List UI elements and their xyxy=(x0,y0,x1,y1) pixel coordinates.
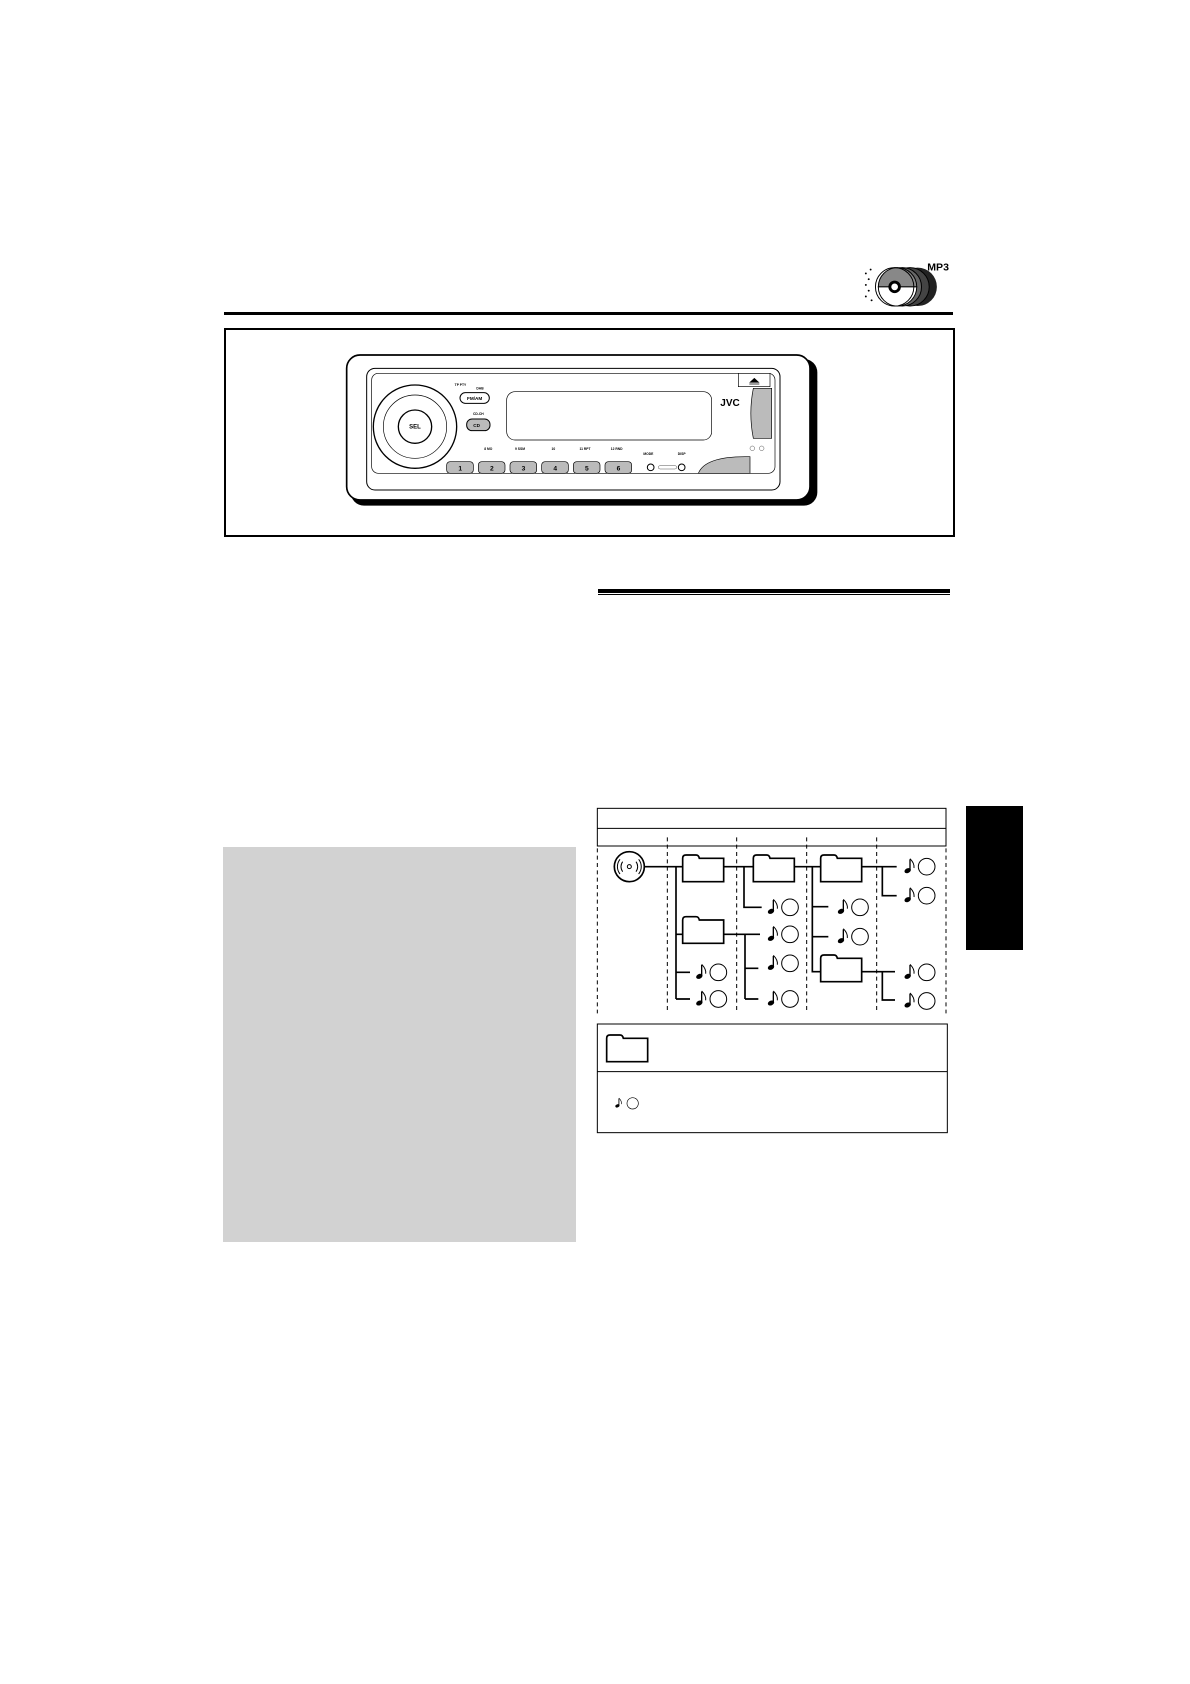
preset-label: 11 RPT xyxy=(579,447,590,451)
cd-button[interactable]: CD xyxy=(473,423,480,428)
preset-label: 8 MO xyxy=(484,447,493,451)
preset-button-1[interactable]: 1 xyxy=(458,466,462,473)
mp3-disc-icon: MP3 xyxy=(864,262,949,307)
dab-label: DAB xyxy=(476,386,484,390)
language-tab xyxy=(966,806,1023,950)
preset-button-4[interactable]: 4 xyxy=(553,466,557,473)
illustration-frame xyxy=(224,328,955,537)
folder-icon xyxy=(752,854,796,883)
section-rule xyxy=(598,589,950,595)
disp-button[interactable] xyxy=(677,463,686,472)
mode-button[interactable] xyxy=(646,463,655,472)
legend-box xyxy=(596,1023,948,1134)
folder-icon xyxy=(819,854,863,883)
tp-pty-label: TP PTY xyxy=(455,383,467,387)
note-box xyxy=(223,847,576,1242)
disp-label: DISP xyxy=(678,452,687,456)
preset-button-5[interactable]: 5 xyxy=(585,466,589,473)
brand-logo: JVC xyxy=(720,398,739,409)
legend-folder-icon xyxy=(605,1034,649,1063)
sel-button[interactable]: SEL xyxy=(409,425,421,431)
preset-button-2[interactable]: 2 xyxy=(490,466,494,473)
folder-icon xyxy=(681,915,725,945)
fmam-button[interactable]: FM/AM xyxy=(467,396,482,401)
preset-label: 12 RND xyxy=(611,447,623,451)
mode-label: MODE xyxy=(643,452,654,456)
preset-label: 10 xyxy=(551,447,555,451)
header-rule xyxy=(224,312,953,315)
preset-label: 9 SSM xyxy=(515,447,525,451)
legend-music-note-icon xyxy=(614,1097,639,1110)
track-select-button[interactable] xyxy=(697,456,751,474)
folder-icon xyxy=(681,854,725,883)
car-stereo-illustration: SEL JVC FM/AM DAB TP PTY CD CD-CH 8 MO 9… xyxy=(345,354,818,506)
mp3-label: MP3 xyxy=(927,262,949,274)
preset-button-3[interactable]: 3 xyxy=(522,466,526,473)
mp3-folder-hierarchy-diagram xyxy=(596,807,948,1134)
display-window xyxy=(506,391,712,441)
cdch-label: CD-CH xyxy=(473,412,484,416)
eject-icon xyxy=(749,377,760,385)
disc-icon xyxy=(613,850,646,883)
preset-button-6[interactable]: 6 xyxy=(617,466,621,473)
folder-icon xyxy=(819,954,863,983)
